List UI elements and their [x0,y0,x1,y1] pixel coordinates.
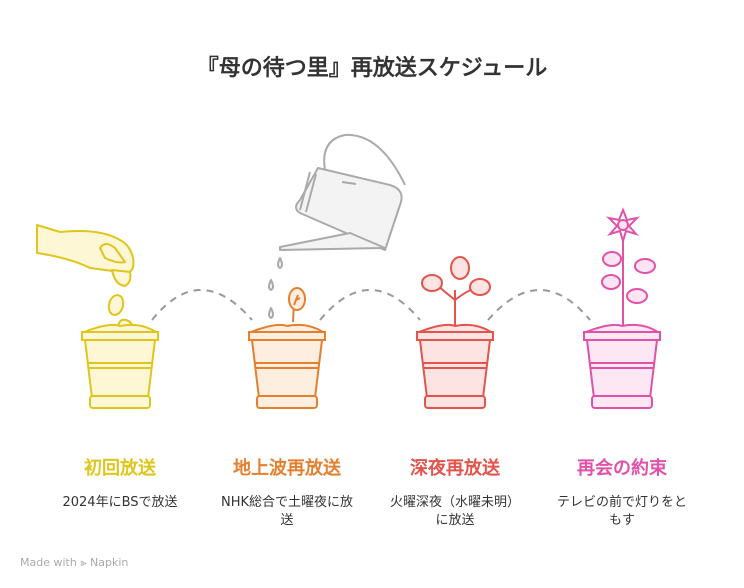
napkin-logo-icon: ⫸ [80,556,87,569]
young-plant-icon [421,256,491,325]
connector-arc [487,289,591,321]
water-drop-icon [268,279,274,291]
step-description: NHK総合で土曜夜に放送 [220,495,354,528]
brand-name: Napkin [90,556,129,569]
connector-arc [151,289,253,321]
page-title: 『母の待つ里』再放送スケジュール [196,56,548,81]
watering-can-icon [268,133,406,319]
flower-pot-icon [583,323,662,409]
illustration [36,133,662,409]
sprout-icon [288,287,306,323]
step-1: 初回放送 2024年にBSで放送 [35,454,205,512]
step-description: 2024年にBSで放送 [62,495,178,510]
footer: Made with ⫸ Napkin [20,556,128,570]
water-drop-icon [268,307,274,319]
step-3: 深夜再放送火曜深夜（水曜未明）に放送 [370,454,540,530]
connector-arc [319,289,421,321]
step-heading: 深夜再放送 [410,458,500,479]
step-2: 地上波再放送 NHK総合で土曜夜に放送 [202,454,372,530]
step-4: 再会の約束テレビの前で灯りをともす [537,454,707,530]
step-heading: 初回放送 [84,458,156,479]
flower-pot-icon [416,323,495,409]
step-description: 火曜深夜（水曜未明）に放送 [389,495,520,528]
flower-pot-icon [248,323,327,409]
made-with-text: Made with [20,556,77,569]
step-heading: 再会の約束 [577,458,667,479]
flower-pot-icon [81,323,160,409]
hand-icon [36,224,135,333]
step-heading: 地上波再放送 [233,458,341,479]
flower-icon [601,207,656,325]
step-description: テレビの前で灯りをともす [556,495,687,528]
water-drop-icon [277,257,283,269]
